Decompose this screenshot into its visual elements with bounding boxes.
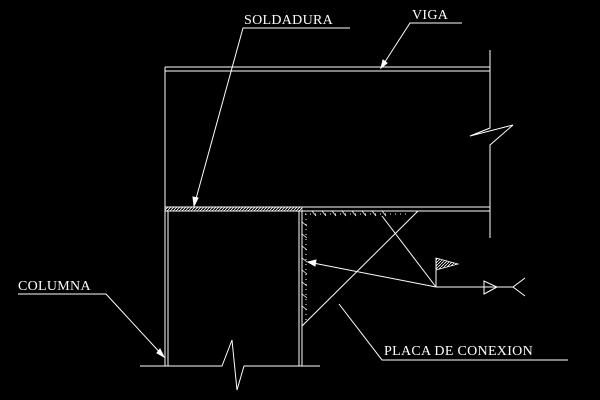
- label-leaders: [18, 22, 568, 361]
- viga-arrowhead: [380, 59, 388, 70]
- label-columna: COLUMNA: [18, 279, 91, 294]
- viga-leader: [380, 22, 462, 69]
- weld-fillet-triangle: [483, 280, 499, 295]
- label-placa-de-conexion: PLACA DE CONEXION: [384, 344, 533, 359]
- beam-break-line: [469, 50, 514, 238]
- weld-tail-icon: [512, 277, 526, 297]
- plate-weld-hatch: [301, 210, 387, 311]
- label-soldadura: SOLDADURA: [244, 13, 334, 28]
- weld-symbol: [306, 215, 526, 297]
- connection-plate: [301, 210, 419, 327]
- weld-leader-to-flange: [381, 215, 437, 288]
- labels: SOLDADURA VIGA COLUMNA PLACA DE CONEXION: [18, 8, 533, 359]
- weld-bead: [164, 206, 303, 212]
- soldadura-leader: [193, 27, 350, 207]
- column-break-line: [140, 339, 320, 391]
- label-viga: VIGA: [412, 8, 449, 23]
- soldadura-arrowhead: [192, 196, 199, 208]
- placa-leader: [338, 303, 568, 361]
- columna-arrowhead: [156, 348, 166, 359]
- column: [140, 211, 320, 391]
- columna-leader: [18, 293, 165, 358]
- weld-flag-icon: [435, 257, 460, 271]
- plate-diagonal: [301, 210, 419, 327]
- weld-leader-arrowhead: [306, 259, 317, 267]
- weld-leader-to-plate: [307, 261, 437, 288]
